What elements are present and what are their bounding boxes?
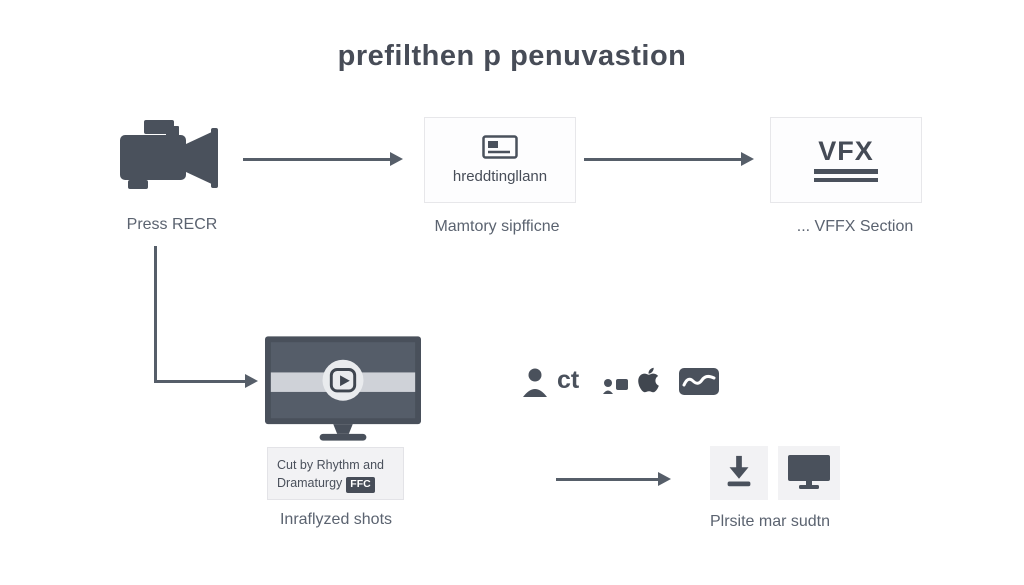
screen-card-icon	[482, 135, 518, 161]
arrow-editing-to-vfx	[584, 158, 742, 161]
step-record-label: Press RECR	[126, 216, 218, 233]
editing-step-box: hreddtingllann	[424, 117, 576, 203]
video-camera-icon	[116, 120, 234, 204]
editing-box-text: hreddtingllann	[452, 168, 548, 185]
step-vfx-label: ... VFFX Section	[796, 218, 914, 235]
step-delivery-label: Plrsite mar sudtn	[709, 513, 831, 530]
apple-logo-icon	[637, 366, 660, 394]
arrowhead-to-monitor	[245, 374, 258, 388]
connector-vertical	[154, 246, 157, 383]
arrow-record-to-editing	[243, 158, 391, 161]
vfx-bar-bottom	[814, 177, 878, 182]
arrow-to-delivery	[556, 478, 659, 481]
arrowhead-editing-to-vfx	[741, 152, 754, 166]
vfx-bar-top	[814, 169, 878, 174]
arrowhead-record-to-editing	[390, 152, 403, 166]
vfx-box-text: VFX	[818, 136, 874, 166]
download-tile	[710, 446, 768, 500]
download-icon	[721, 454, 757, 492]
vfx-step-box: VFX	[770, 117, 922, 203]
cut-caption-line2: Dramaturgy	[277, 476, 343, 491]
step-cut-label: Inraflyzed shots	[279, 511, 393, 528]
waveform-icon	[679, 368, 719, 395]
cut-caption-line1: Cut by Rhythm and	[277, 458, 384, 472]
arrowhead-to-delivery	[658, 472, 671, 486]
monitor-tile	[778, 446, 840, 500]
step-editing-label: Mamtory sipfficne	[434, 218, 560, 235]
diagram-title: prefilthen p penuvastion	[337, 40, 687, 72]
person-icon	[522, 368, 548, 398]
monitor-player-icon	[265, 336, 421, 442]
connector-horizontal	[154, 380, 246, 383]
small-monitor-icon	[788, 455, 830, 491]
mini-video-camera-icon	[603, 375, 629, 395]
ffc-badge: FFC	[346, 477, 375, 493]
ct-logo: ct	[557, 366, 580, 394]
